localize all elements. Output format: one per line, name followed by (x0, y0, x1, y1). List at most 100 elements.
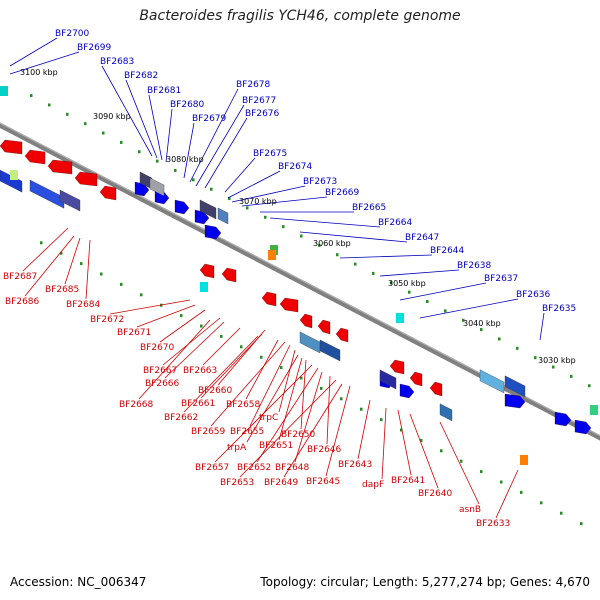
gene-block (29, 179, 65, 209)
leader-line (241, 196, 328, 207)
gene-label[interactable]: BF2667 (143, 366, 177, 376)
tick-dot-outer (570, 374, 573, 378)
gene-label[interactable]: BF2669 (325, 188, 360, 198)
gene-label[interactable]: BF2653 (220, 478, 254, 488)
gene-label[interactable]: BF2677 (242, 96, 276, 106)
tick-dot-inner (460, 459, 463, 463)
forward-gene (399, 383, 415, 399)
gene-label[interactable]: trpC (259, 413, 278, 423)
gene-label[interactable]: BF2665 (352, 203, 386, 213)
gene-label[interactable]: BF2679 (192, 114, 227, 124)
gene-label[interactable]: BF2647 (405, 233, 439, 243)
gene-label[interactable]: BF2661 (181, 399, 215, 409)
gene-label[interactable]: BF2646 (307, 445, 342, 455)
gene-label[interactable]: BF2652 (237, 463, 271, 473)
tick-dot-inner (300, 376, 303, 380)
gene-label[interactable]: BF2660 (198, 386, 233, 396)
gene-label[interactable]: BF2635 (542, 304, 576, 314)
leader-line (249, 344, 291, 427)
gene-label[interactable]: BF2658 (226, 400, 261, 410)
gene-label[interactable]: BF2644 (430, 246, 465, 256)
leader-line (256, 367, 319, 463)
gene-label[interactable]: BF2686 (5, 297, 40, 307)
leader-line (64, 237, 81, 285)
forward-gene (574, 419, 592, 435)
gene-label[interactable]: BF2674 (278, 162, 313, 172)
gene-label[interactable]: BF2678 (236, 80, 271, 90)
leader-line (183, 335, 259, 413)
leader-line (325, 385, 351, 477)
gene-label[interactable]: BF2664 (378, 218, 413, 228)
gene-label[interactable]: BF2648 (275, 463, 310, 473)
tick-dot-inner (380, 418, 383, 422)
scale-label: 3090 kbp (93, 112, 131, 121)
tick-dot-outer (426, 300, 429, 304)
gene-label[interactable]: BF2675 (253, 149, 287, 159)
gene-label[interactable]: BF2666 (145, 379, 180, 389)
gene-label[interactable]: BF2681 (147, 86, 181, 96)
gene-label[interactable]: BF2662 (164, 413, 198, 423)
leader-line (245, 339, 279, 400)
tick-dot-outer (318, 243, 321, 247)
tick-dot-inner (500, 480, 503, 484)
leader-line (204, 117, 248, 189)
forward-gene (504, 393, 526, 409)
reverse-gene (99, 185, 117, 201)
gene-label[interactable]: BF2659 (191, 427, 226, 437)
tick-dot-outer (300, 234, 303, 238)
leader-line (299, 231, 408, 243)
gene-label[interactable]: BF2676 (245, 109, 280, 119)
gene-label[interactable]: trpA (227, 443, 247, 453)
gene-label[interactable]: BF2685 (45, 285, 79, 295)
gene-label[interactable]: BF2657 (195, 463, 229, 473)
gene-label[interactable]: BF2640 (418, 489, 453, 499)
gene-label[interactable]: BF2671 (117, 328, 151, 338)
gene-label[interactable]: BF2683 (100, 57, 134, 67)
tick-dot-inner (80, 262, 83, 266)
gene-label[interactable]: BF2641 (391, 476, 425, 486)
gene-label[interactable]: BF2682 (124, 71, 158, 81)
gene-label[interactable]: BF2700 (55, 29, 90, 39)
leader-line (409, 413, 439, 489)
tick-dot-inner (480, 470, 483, 474)
gene-label[interactable]: BF2649 (264, 478, 299, 488)
gene-label[interactable]: BF2699 (77, 43, 112, 53)
gene-label[interactable]: BF2643 (338, 460, 372, 470)
gene-label[interactable]: dapF (362, 480, 384, 490)
tick-dot-outer (246, 206, 249, 210)
gene-label[interactable]: BF2673 (303, 177, 337, 187)
gene-label[interactable]: BF2680 (170, 100, 205, 110)
gene-label[interactable]: BF2638 (457, 261, 492, 271)
scale-label: 3040 kbp (463, 319, 501, 328)
gene-label[interactable]: BF2670 (140, 343, 175, 353)
leader-line (101, 65, 153, 157)
gene-label[interactable]: BF2668 (119, 400, 154, 410)
gene-label[interactable]: BF2633 (476, 519, 510, 529)
gene-block-small (520, 455, 528, 465)
reverse-gene (279, 297, 299, 313)
leader-line (200, 333, 263, 399)
gene-label[interactable]: BF2663 (183, 366, 217, 376)
gene-label[interactable]: asnB (459, 505, 481, 515)
gene-label[interactable]: BF2645 (306, 477, 340, 487)
reverse-gene (429, 381, 443, 397)
leader-line (294, 371, 323, 463)
leader-line (183, 122, 195, 179)
gene-label[interactable]: BF2672 (90, 315, 124, 325)
gene-block-small (590, 405, 598, 415)
tick-dot-outer (66, 112, 69, 116)
gene-label[interactable]: BF2687 (3, 272, 37, 282)
scale-label: 3100 kbp (20, 68, 58, 77)
tick-dot-inner (100, 272, 103, 276)
tick-dot-inner (420, 438, 423, 442)
reverse-gene (47, 159, 73, 175)
gene-label[interactable]: BF2651 (259, 441, 293, 451)
gene-label[interactable]: BF2650 (281, 430, 316, 440)
gene-label[interactable]: BF2637 (484, 274, 518, 284)
gene-label[interactable]: BF2636 (516, 290, 551, 300)
tick-dot-inner (320, 386, 323, 390)
gene-label[interactable]: BF2684 (66, 300, 101, 310)
gene-block (439, 403, 453, 422)
leader-line (246, 354, 299, 443)
gene-label[interactable]: BF2655 (230, 427, 264, 437)
